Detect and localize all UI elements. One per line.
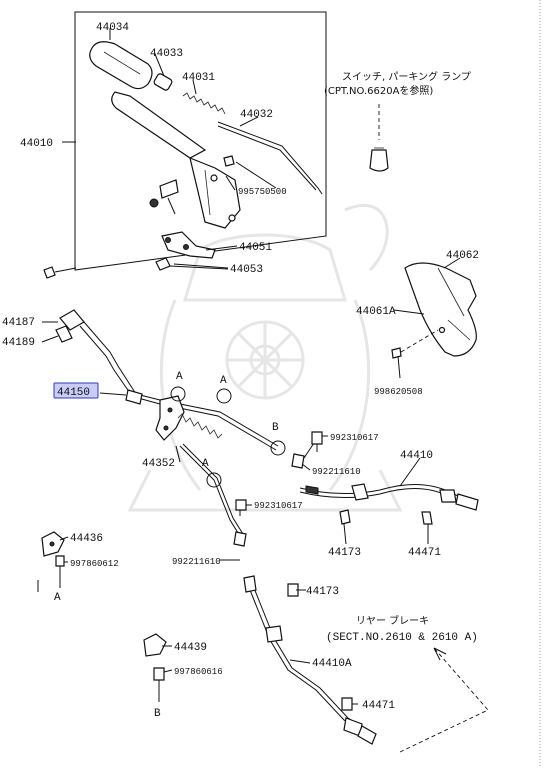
callout-44173-b: 44173 <box>306 586 339 598</box>
front-cable-end <box>55 309 137 397</box>
rear-cable-right <box>299 483 479 511</box>
callout-44062: 44062 <box>446 250 479 262</box>
front-cable <box>125 389 279 451</box>
rear-cable-left <box>243 575 377 745</box>
joint-a2 <box>216 388 232 404</box>
callout-44352: 44352 <box>142 458 175 470</box>
callout-44031: 44031 <box>182 72 215 84</box>
lever-arm <box>111 91 241 229</box>
callout-992211610-b: 992211610 <box>172 557 221 567</box>
equalizer-bracket <box>155 395 185 441</box>
mount-bolt <box>43 266 77 279</box>
joint-a3 <box>206 472 222 488</box>
callout-992211610-a: 992211610 <box>312 467 361 477</box>
callout-44189: 44189 <box>2 337 35 349</box>
leader-lines <box>37 28 461 705</box>
callout-44436: 44436 <box>70 533 103 545</box>
pawl-pin <box>223 155 277 189</box>
callout-44034: 44034 <box>96 22 129 34</box>
boot-screw <box>391 329 439 379</box>
callout-997860616: 997860616 <box>174 667 223 677</box>
marker-b2: B <box>154 708 161 720</box>
callout-44410: 44410 <box>400 450 433 462</box>
lever-grip <box>89 41 153 90</box>
bolt-992310617-b <box>235 499 247 511</box>
callout-44471-a: 44471 <box>408 547 441 559</box>
rear-brake-pointer <box>399 647 489 753</box>
callout-44033: 44033 <box>150 48 183 60</box>
parking-lamp-switch <box>369 104 389 172</box>
marker-a2: A <box>220 375 227 387</box>
rear-brake-note-line2: (SECT.NO.2610 & 2610 A) <box>326 632 478 644</box>
bracket-44439 <box>143 633 167 702</box>
marker-a3: A <box>202 458 209 470</box>
bolt-992310617-a <box>311 431 323 452</box>
return-spring <box>177 413 223 439</box>
sleeve <box>153 73 173 91</box>
lever-bracket <box>161 231 216 259</box>
marker-a4: A <box>54 592 61 604</box>
switch-note-line2: (CPT.NO.6620Aを参照) <box>324 84 433 97</box>
callout-44471-b: 44471 <box>362 700 395 712</box>
release-rod <box>217 121 323 195</box>
callout-44010: 44010 <box>20 138 53 150</box>
callout-44061A: 44061A <box>356 306 396 318</box>
clip-44471-b <box>341 697 353 711</box>
callout-44053: 44053 <box>230 264 263 276</box>
lever-spring <box>182 92 226 115</box>
callout-995750500: 995750500 <box>238 187 287 197</box>
clip-44471-a <box>421 511 433 525</box>
callout-44150: 44150 <box>57 387 90 399</box>
callout-44439: 44439 <box>174 642 207 654</box>
callout-992310617-b: 992310617 <box>254 501 303 511</box>
callout-998620508: 998620508 <box>374 387 423 397</box>
rear-brake-note-line1: リヤー ブレーキ <box>356 614 429 627</box>
marker-a1: A <box>176 371 183 383</box>
ratchet-pawl <box>149 179 179 215</box>
bracket-44436 <box>41 531 65 588</box>
highlight-44150 <box>53 382 99 399</box>
joint-b1 <box>270 440 286 456</box>
console-boot <box>404 262 477 357</box>
joint-a1 <box>170 386 186 402</box>
bracket-bolt <box>155 257 229 271</box>
clip-44173-b <box>287 583 299 597</box>
callout-44410A: 44410A <box>312 658 352 670</box>
callout-44173-a: 44173 <box>328 547 361 559</box>
callout-44187: 44187 <box>2 317 35 329</box>
clip-44173-a <box>339 509 351 525</box>
callout-44032: 44032 <box>240 109 273 121</box>
marker-b1: B <box>272 422 279 434</box>
callout-992310617-a: 992310617 <box>330 433 379 443</box>
switch-note-line1: スイッチ, パーキング ランプ <box>342 70 471 83</box>
callout-997860612: 997860612 <box>70 559 119 569</box>
callout-44051: 44051 <box>239 242 272 254</box>
lever-assembly-frame <box>74 11 327 271</box>
